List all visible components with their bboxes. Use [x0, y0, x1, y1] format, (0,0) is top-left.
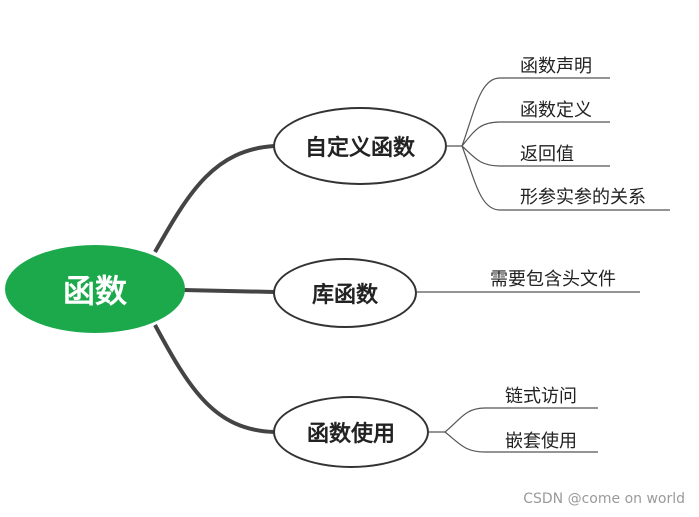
leaf-node-function-declaration[interactable]: 函数声明 [520, 56, 592, 77]
leaf-node-include-header[interactable]: 需要包含头文件 [490, 269, 616, 290]
connector-b1-l2 [461, 121, 610, 147]
root-node[interactable]: 函数 [5, 245, 185, 333]
connector-b1-l3 [461, 145, 610, 167]
connector-root-b3 [153, 324, 275, 434]
watermark-text: CSDN @come on world [523, 491, 685, 507]
connector-root-b1 [153, 144, 275, 253]
branch-node-function-usage[interactable]: 函数使用 [273, 396, 429, 468]
connector-root-b2 [182, 288, 275, 294]
connector-b3-l7 [444, 431, 598, 453]
connector-b1-l1 [447, 77, 610, 147]
branch-node-library-function[interactable]: 库函数 [273, 258, 417, 328]
connector-b1-l4 [461, 145, 670, 211]
leaf-node-return-value[interactable]: 返回值 [520, 144, 574, 165]
leaf-node-function-definition[interactable]: 函数定义 [520, 100, 592, 121]
branch-node-custom-function[interactable]: 自定义函数 [273, 107, 447, 185]
leaf-node-nested-use[interactable]: 嵌套使用 [505, 431, 577, 452]
leaf-node-chained-access[interactable]: 链式访问 [505, 386, 577, 407]
leaf-node-param-relation[interactable]: 形参实参的关系 [520, 187, 646, 208]
